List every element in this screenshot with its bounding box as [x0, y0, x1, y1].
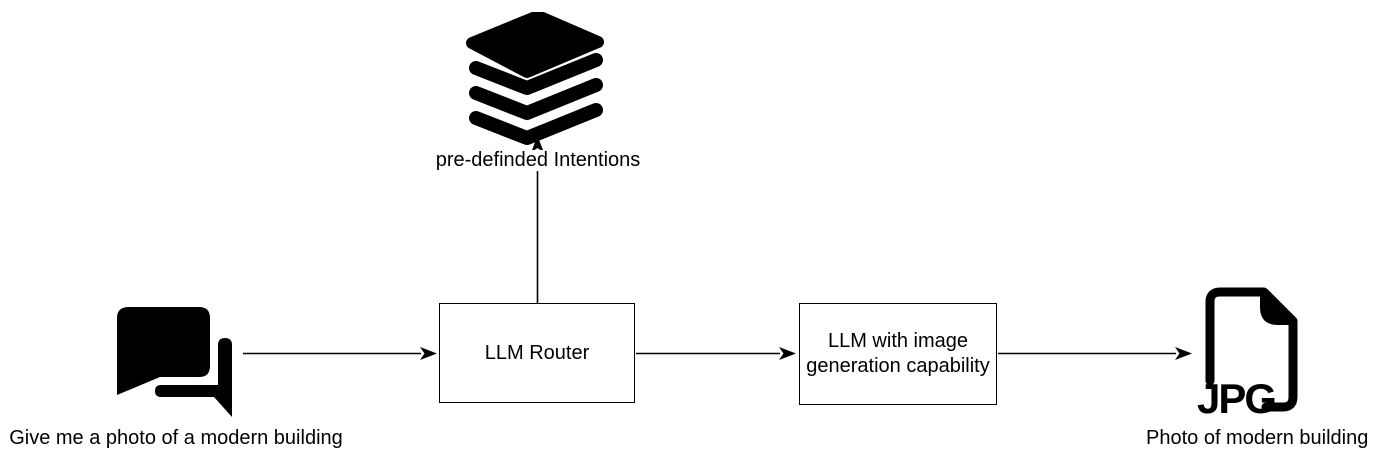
arrow-user-to-router — [243, 347, 437, 360]
folded-corner — [1260, 289, 1296, 325]
llm-router-node: LLM Router — [439, 303, 635, 403]
llm-image-gen-node: LLM with image generation capability — [799, 303, 997, 405]
llm-image-gen-label-line1: LLM with image — [827, 330, 969, 352]
jpg-output-caption: Photo of modern building — [1146, 427, 1369, 449]
arrow-router-to-intentions — [531, 136, 544, 303]
layers-stack-icon — [466, 12, 604, 145]
intentions-label: pre-definded Intentions — [433, 150, 643, 171]
llm-image-gen-label: LLM with image generation capability — [806, 329, 989, 379]
arrow-router-to-llm — [636, 347, 796, 360]
llm-image-gen-label-line2: generation capability — [806, 355, 990, 377]
user-request-caption: Give me a photo of a modern building — [9, 427, 343, 449]
chat-icon — [117, 307, 232, 417]
arrow-llm-to-jpg — [998, 347, 1192, 360]
jpg-file-icon: JPG — [1197, 287, 1298, 422]
llm-router-label: LLM Router — [484, 341, 590, 364]
jpg-badge: JPG — [1197, 375, 1275, 422]
